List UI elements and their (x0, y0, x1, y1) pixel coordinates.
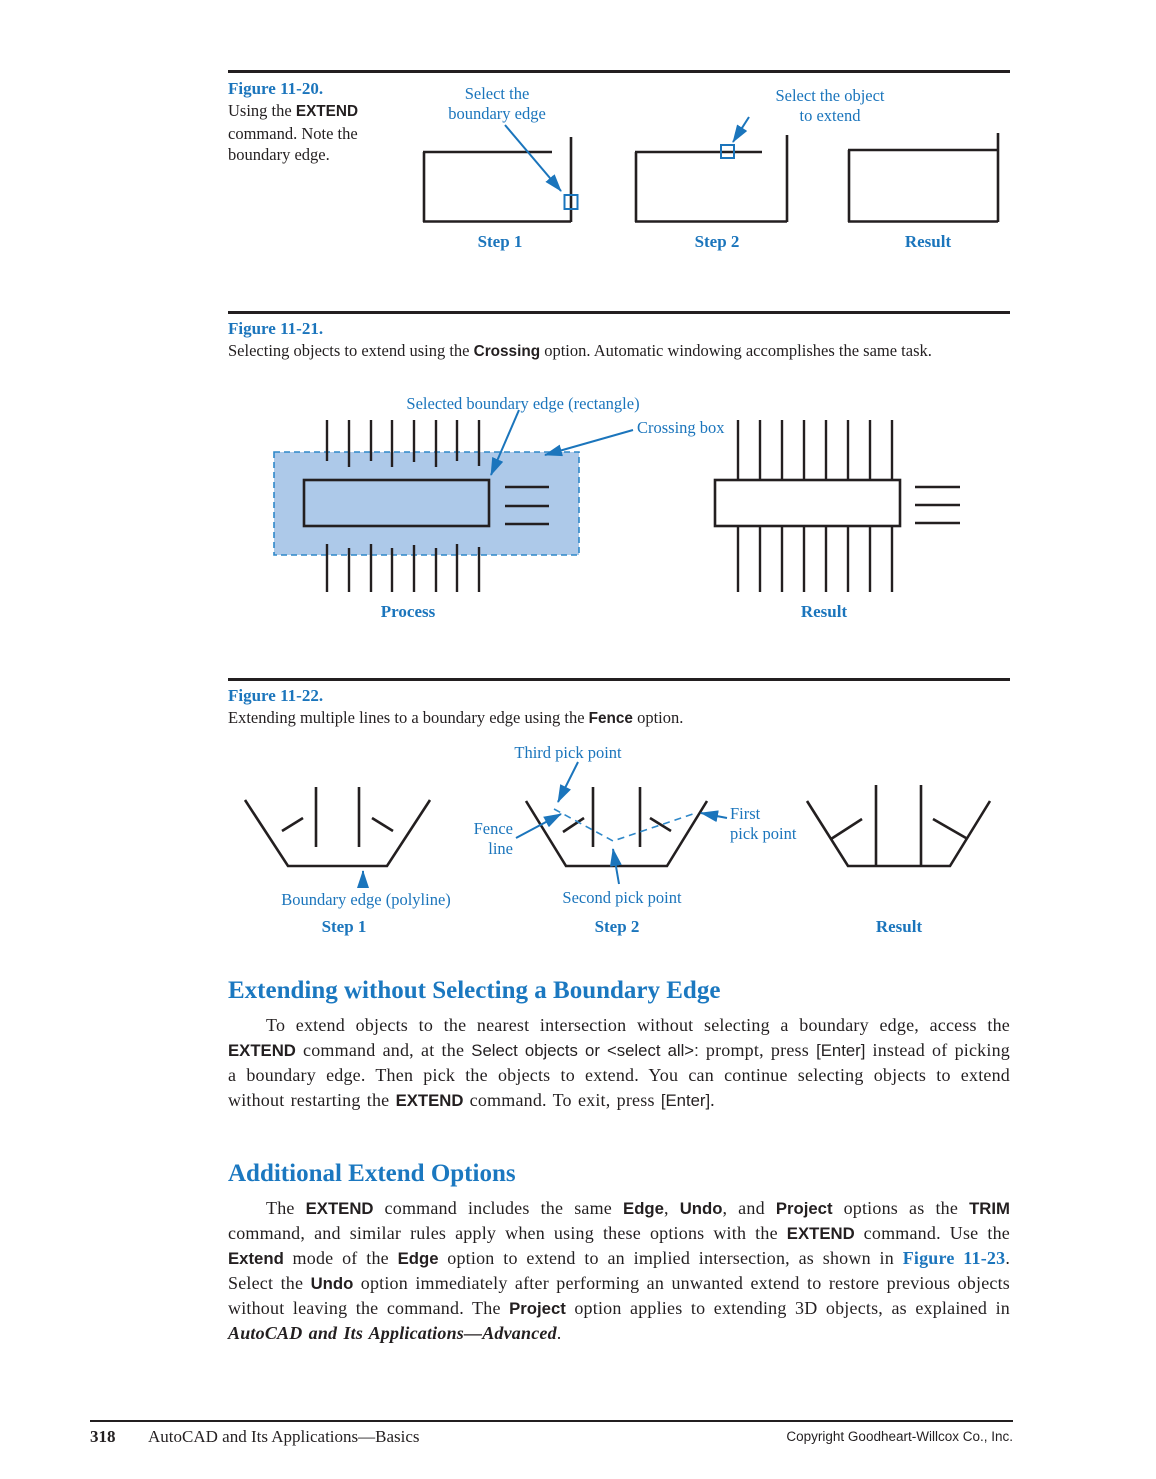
fig20-arrow-boundary (504, 124, 562, 192)
fig21-boundary-rect (302, 478, 491, 528)
fig22-label-boundary-edge: Boundary edge (polyline) (281, 890, 451, 909)
figure-11-21-caption: Selecting objects to extend using the Cr… (228, 341, 932, 360)
footer-page-number: 318 (90, 1427, 116, 1446)
fig22-arrow-second (609, 848, 622, 885)
fig22-result-shape (805, 785, 992, 868)
footer-copyright: Copyright Goodheart-Willcox Co., Inc. (786, 1429, 1013, 1444)
fig21-arrow-crossing (544, 429, 634, 457)
fig21-process-lines (325, 420, 549, 592)
figure-11-20-title: Figure 11-20. (228, 79, 324, 98)
fig20-label-step1: Step 1 (477, 232, 523, 251)
fig20-label-result: Result (904, 232, 952, 251)
fig22-label-step2: Step 2 (594, 917, 640, 936)
fig20-label-step2: Step 2 (694, 232, 740, 251)
fig22-label-first-pick: First pick point (730, 804, 797, 843)
diagram-linework (243, 116, 1000, 888)
fig21-label-result: Result (800, 602, 848, 621)
fig22-label-step1: Step 1 (321, 917, 367, 936)
fig20-arrow-object (732, 116, 750, 143)
fig22-arrow-first (700, 810, 728, 823)
figure-11-22-rule (228, 678, 1010, 681)
figure-11-21-title: Figure 11-21. (228, 319, 324, 338)
fig20-step1-shape (422, 137, 573, 223)
figure-11-20-caption: Using the EXTEND command. Note the bound… (228, 101, 359, 164)
fig20-step2-pickbox (720, 144, 735, 159)
fig22-label-third-pick: Third pick point (514, 743, 622, 762)
fig21-label-process: Process (380, 602, 436, 621)
fig22-step1-shape (243, 787, 432, 868)
fig22-label-fence-line: Fence line (473, 819, 513, 858)
fig22-step2-shape (524, 787, 709, 868)
footer-rule (90, 1420, 1013, 1422)
figure-11-22-caption: Extending multiple lines to a boundary e… (228, 708, 684, 727)
fig22-label-second-pick: Second pick point (562, 888, 682, 907)
section-paragraph-extending: To extend objects to the nearest interse… (228, 1015, 1010, 1110)
fig22-fence-line (553, 808, 694, 842)
fig21-label-crossing: Crossing box (637, 418, 725, 437)
fig21-label-boundary: Selected boundary edge (rectangle) (406, 394, 640, 413)
fig21-result-lines (736, 420, 960, 592)
fig22-arrow-fence (515, 813, 562, 839)
section-paragraph-additional: The EXTEND command includes the same Edg… (228, 1198, 1011, 1343)
fig21-arrow-boundary (490, 409, 520, 476)
fig21-crossing-box (273, 451, 580, 556)
section-heading-additional: Additional Extend Options (228, 1160, 516, 1187)
fig21-result-rect (713, 478, 902, 528)
fig20-label-select-object: Select the object to extend (775, 86, 885, 125)
footer-book-title: AutoCAD and Its Applications—Basics (148, 1427, 420, 1446)
section-heading-extending: Extending without Selecting a Boundary E… (228, 977, 721, 1004)
fig20-result-shape (847, 133, 1000, 223)
fig22-label-result: Result (875, 917, 923, 936)
fig20-label-select-boundary: Select the boundary edge (448, 84, 546, 123)
fig20-step2-shape (634, 135, 789, 223)
figure-11-21-rule (228, 311, 1010, 314)
fig20-step1-pickbox (563, 194, 579, 210)
fig22-arrow-third (557, 761, 579, 803)
figure-11-20-rule (228, 70, 1010, 73)
figure-11-22-title: Figure 11-22. (228, 686, 324, 705)
